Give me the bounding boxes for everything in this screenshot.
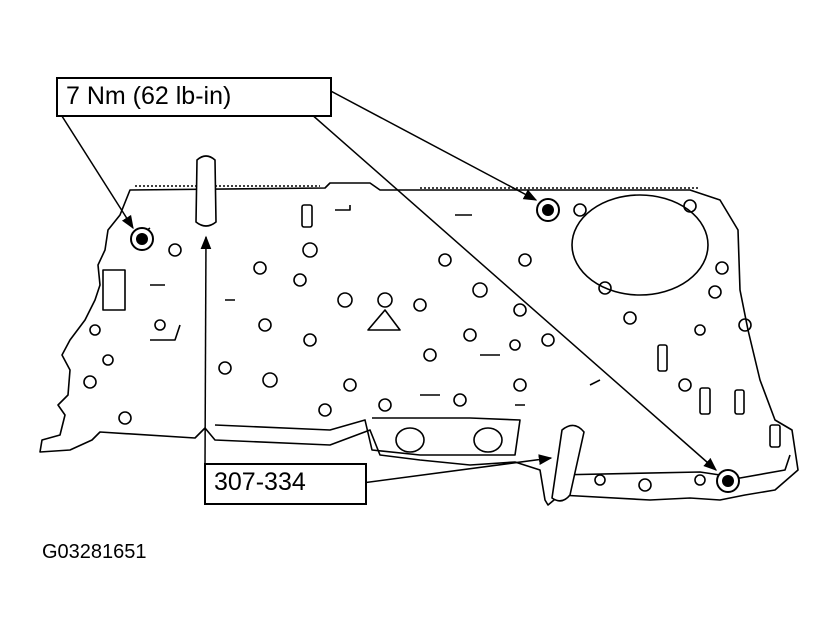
torque-callout-text: 7 Nm (62 lb-in) (66, 82, 232, 110)
bore-hole-1 (395, 427, 425, 453)
plate-inner-edge (214, 417, 521, 456)
figure-id: G03281651 (42, 541, 147, 563)
bolt-left (130, 227, 154, 251)
separator-plate-outline (39, 182, 799, 506)
plate-top-edge (135, 185, 700, 189)
torque-leader-left (59, 112, 134, 230)
torque-callout: 7 Nm (62 lb-in) (56, 77, 332, 117)
torque-leader-bottom-right (309, 112, 718, 471)
tool-callout: 307-334 (204, 463, 367, 505)
plate-right-tab (554, 454, 791, 496)
bolt-top-right (536, 198, 560, 222)
bolt-bottom-right (716, 469, 740, 493)
alignment-pin-left (195, 155, 217, 227)
plate-slots (102, 204, 781, 448)
tool-leader-left (200, 235, 212, 466)
large-bore (571, 194, 709, 296)
bore-hole-2 (473, 427, 503, 453)
tool-leader-right (346, 454, 553, 486)
tool-callout-text: 307-334 (214, 468, 306, 496)
alignment-pin-right (551, 424, 585, 502)
plate-holes (83, 199, 752, 492)
torque-leader-top-right (309, 79, 538, 201)
